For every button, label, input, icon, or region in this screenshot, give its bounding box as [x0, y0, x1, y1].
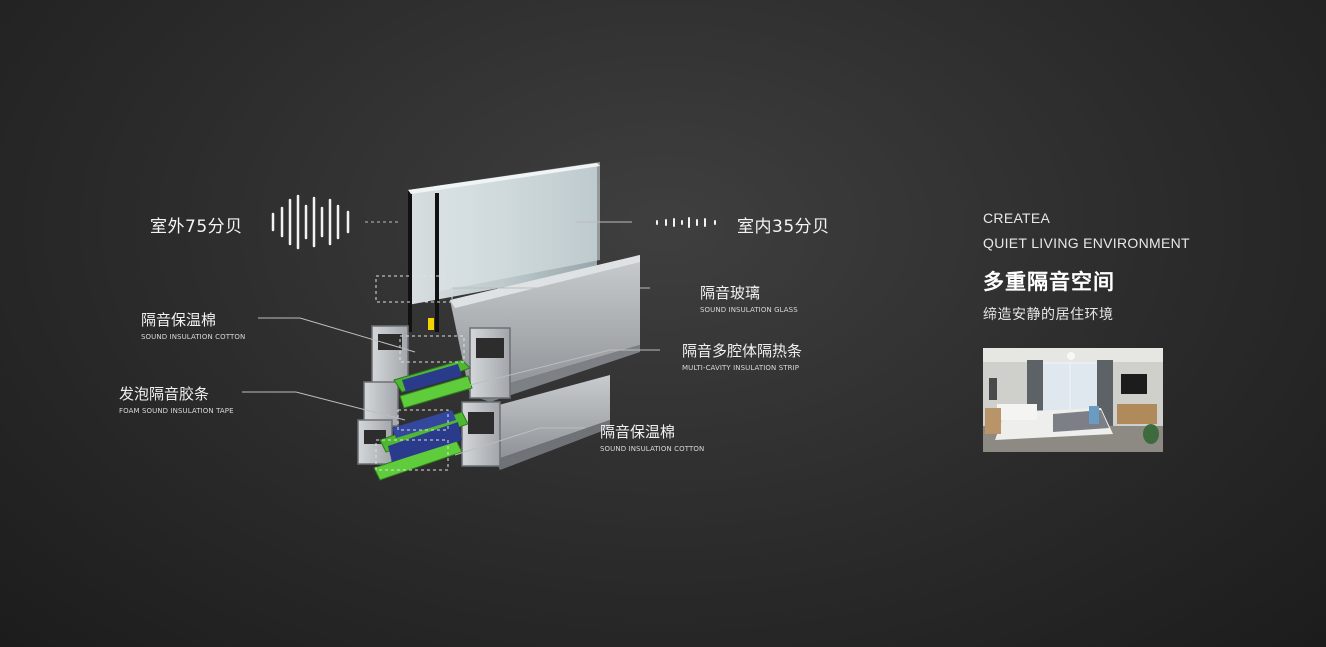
callout-glass-en: SOUND INSULATION GLASS	[700, 306, 798, 314]
callout-foam: 发泡隔音胶条 FOAM SOUND INSULATION TAPE	[119, 383, 234, 415]
leader-lines	[242, 221, 660, 456]
sound-insulation-cotton-fill	[388, 364, 462, 462]
aluminum-frame-profile	[450, 255, 640, 470]
sound-insulation-glass	[408, 162, 600, 332]
info-panel: CREATEA QUIET LIVING ENVIRONMENT 多重隔音空间 …	[983, 206, 1283, 324]
callout-cotton-bottom-cn: 隔音保温棉	[600, 423, 676, 441]
callout-cotton-bottom: 隔音保温棉 SOUND INSULATION COTTON	[600, 421, 704, 453]
highlight-boxes	[375, 275, 465, 471]
callout-glass: 隔音玻璃 SOUND INSULATION GLASS	[700, 282, 798, 314]
loud-sound-wave-icon	[271, 194, 350, 250]
callout-cotton-bottom-en: SOUND INSULATION COTTON	[600, 445, 705, 453]
callout-cotton-top-cn: 隔音保温棉	[141, 311, 217, 329]
panel-subline: 缔造安静的居住环境	[983, 307, 1114, 323]
callout-foam-cn: 发泡隔音胶条	[119, 385, 210, 403]
brand-name: CREATEA	[983, 210, 1051, 226]
outside-decibel-label: 室外75分贝	[150, 217, 243, 237]
inside-decibel-label: 室内35分贝	[737, 217, 830, 237]
brand-tagline: QUIET LIVING ENVIRONMENT	[983, 235, 1190, 251]
callout-glass-cn: 隔音玻璃	[700, 284, 761, 302]
callout-strip-cn: 隔音多腔体隔热条	[682, 342, 803, 360]
callout-foam-en: FOAM SOUND INSULATION TAPE	[119, 407, 234, 415]
callout-cotton-top-en: SOUND INSULATION COTTON	[141, 333, 246, 341]
quiet-sound-wave-icon	[656, 217, 716, 228]
callout-cotton-top: 隔音保温棉 SOUND INSULATION COTTON	[141, 309, 245, 341]
bedroom-photo	[983, 348, 1163, 452]
callout-strip-en: MULTI-CAVITY INSULATION STRIP	[682, 364, 800, 372]
callout-strip: 隔音多腔体隔热条 MULTI-CAVITY INSULATION STRIP	[682, 340, 802, 372]
panel-headline: 多重隔音空间	[983, 270, 1115, 294]
